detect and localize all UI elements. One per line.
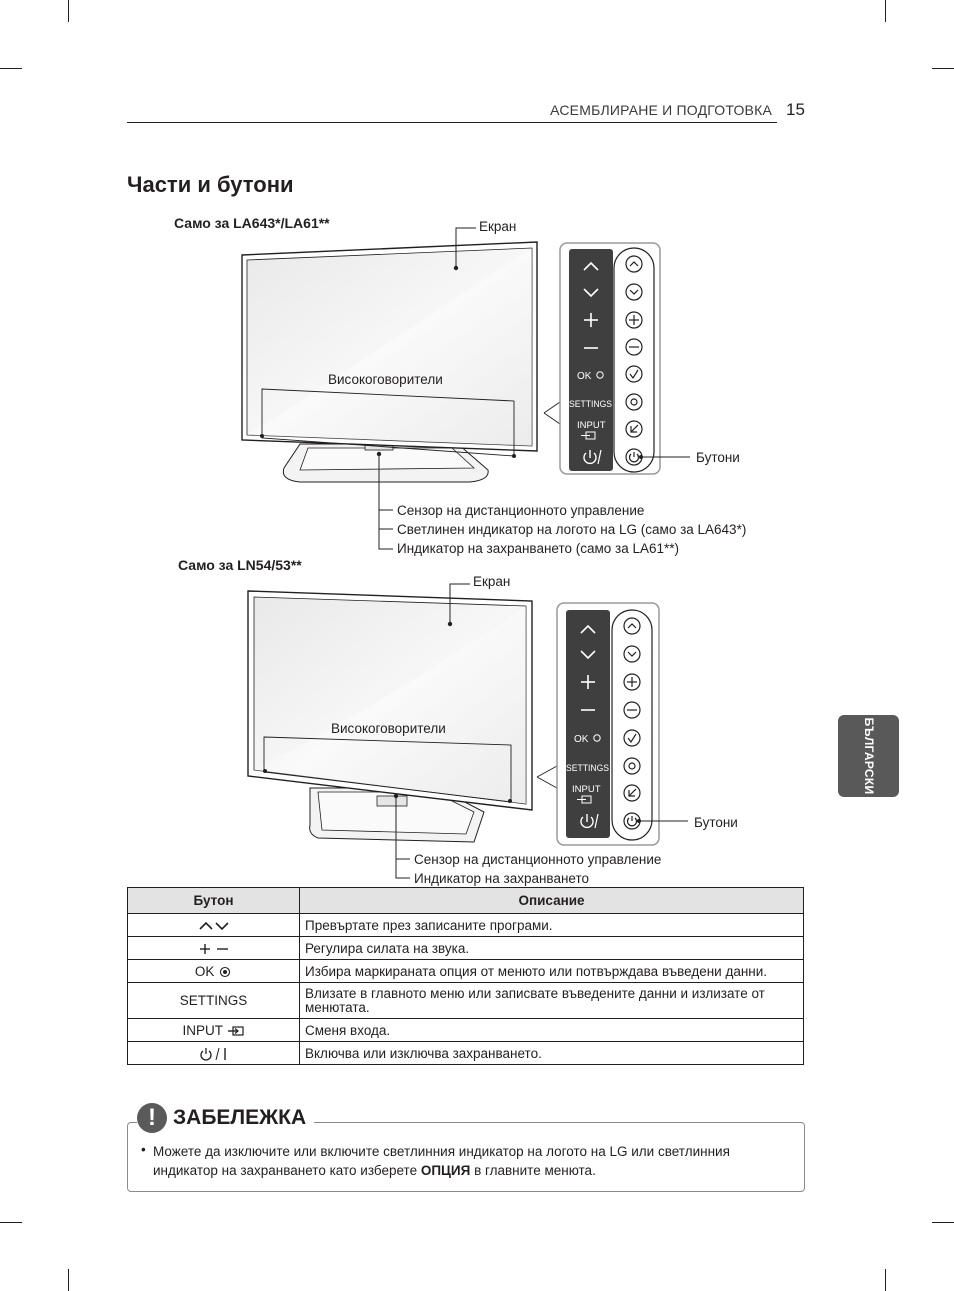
crop-mark: [885, 0, 886, 22]
table-row: SETTINGS Влизате в главното меню или зап…: [127, 982, 804, 1019]
table-cell-description: Включва или изключва захранването.: [299, 1041, 804, 1065]
table-cell-description: Избира маркираната опция от менюто или п…: [299, 959, 804, 983]
crop-mark: [68, 0, 69, 22]
panel-ok-label: OK: [577, 371, 592, 382]
page-number: 15: [786, 100, 805, 119]
model1-screen-label: Екран: [479, 219, 517, 234]
table-row: Включва или изключва захранването.: [127, 1041, 804, 1065]
note-header: ! ЗАБЕЛЕЖКА: [137, 1098, 315, 1138]
model2-callout-power: Индикатор на захранването: [414, 871, 590, 886]
plus-minus-icon: [199, 943, 228, 954]
ok-target-icon: [220, 966, 231, 977]
crop-mark: [932, 1222, 954, 1223]
note-text-bold: ОПЦИЯ: [420, 1163, 471, 1178]
table-row: Превъртате през записаните програми.: [127, 913, 804, 937]
crop-mark: [68, 1269, 69, 1291]
model2-speakers-label: Високоговорители: [331, 721, 446, 736]
note-title: ЗАБЕЛЕЖКА: [173, 1106, 307, 1129]
table-cell-button: OK: [127, 959, 300, 983]
table-cell-button: [127, 913, 300, 937]
tv-screen: [246, 247, 533, 447]
table-cell-description: Превъртате през записаните програми.: [299, 913, 804, 937]
table-row: OK Избира маркираната опция от менюто ил…: [127, 959, 804, 983]
power-icon: [199, 1047, 226, 1061]
crop-mark: [932, 68, 954, 69]
input-icon: [227, 1026, 244, 1036]
table-cell-button: INPUT: [127, 1018, 300, 1042]
table-cell-button: [127, 1041, 300, 1065]
table-header-row: Бутон Описание: [127, 887, 804, 914]
note-text-end: в главните менюта.: [470, 1163, 596, 1178]
input-label: INPUT: [182, 1022, 223, 1038]
note-text: Можете да изключите или включите светлин…: [153, 1142, 793, 1180]
exclamation-icon: !: [137, 1103, 167, 1133]
model1-callout-sensor: Сензор на дистанционното управление: [397, 503, 645, 518]
panel-settings-label: SETTINGS: [566, 763, 609, 774]
column-header-button: Бутон: [127, 887, 300, 914]
panel-ok-label: OK: [574, 734, 589, 745]
table-row: Регулира силата на звука.: [127, 936, 804, 960]
crop-mark: [885, 1269, 886, 1291]
button-table: Бутон Описание Превъртате през записанит…: [127, 887, 804, 1065]
model1-callout-logo: Светлинен индикатор на логото на LG (сам…: [397, 522, 747, 537]
note-box: [127, 1122, 805, 1192]
page-title: Части и бутони: [127, 172, 294, 197]
tv-screen: [253, 596, 527, 805]
crop-mark: [0, 68, 22, 69]
note-text-start: Можете да изключите или включите светлин…: [153, 1144, 730, 1178]
model2-screen-label: Екран: [473, 574, 511, 589]
model1-callout-power: Индикатор на захранването (само за LA61*…: [397, 541, 680, 556]
language-tab: БЪЛГАРСКИ: [838, 715, 899, 797]
panel-input-label: INPUT: [572, 784, 601, 795]
model2-label: Само за LN54/53**: [178, 557, 302, 573]
panel-input-label: INPUT: [577, 420, 606, 431]
table-cell-button: [127, 936, 300, 960]
note-bullet: •: [141, 1142, 146, 1157]
table-cell-button: SETTINGS: [127, 982, 300, 1019]
table-cell-description: Влизате в главното меню или записвате въ…: [299, 982, 804, 1019]
panel-settings-label: SETTINGS: [569, 399, 612, 410]
model2-callout-sensor: Сензор на дистанционното управление: [414, 852, 662, 867]
column-header-description: Описание: [299, 887, 804, 914]
table-cell-description: Регулира силата на звука.: [299, 936, 804, 960]
model2-buttons-label: Бутони: [694, 815, 738, 830]
up-down-arrows-icon: [198, 921, 229, 931]
tv-diagram-2: OK SETTINGS INPUT: [247, 583, 688, 879]
running-header: АСЕМБЛИРАНЕ И ПОДГОТОВКА: [550, 102, 772, 118]
crop-mark: [0, 1222, 22, 1223]
table-row: INPUT Сменя входа.: [127, 1018, 804, 1042]
table-cell-description: Сменя входа.: [299, 1018, 804, 1042]
model1-label: Само за LA643*/LA61**: [174, 215, 330, 231]
tv-diagram-1: OK SETTINGS INPUT: [241, 227, 690, 550]
ok-label: OK: [194, 963, 215, 979]
model1-speakers-label: Високоговорители: [328, 372, 443, 387]
header-rule: [127, 122, 777, 123]
model1-buttons-label: Бутони: [696, 450, 740, 465]
